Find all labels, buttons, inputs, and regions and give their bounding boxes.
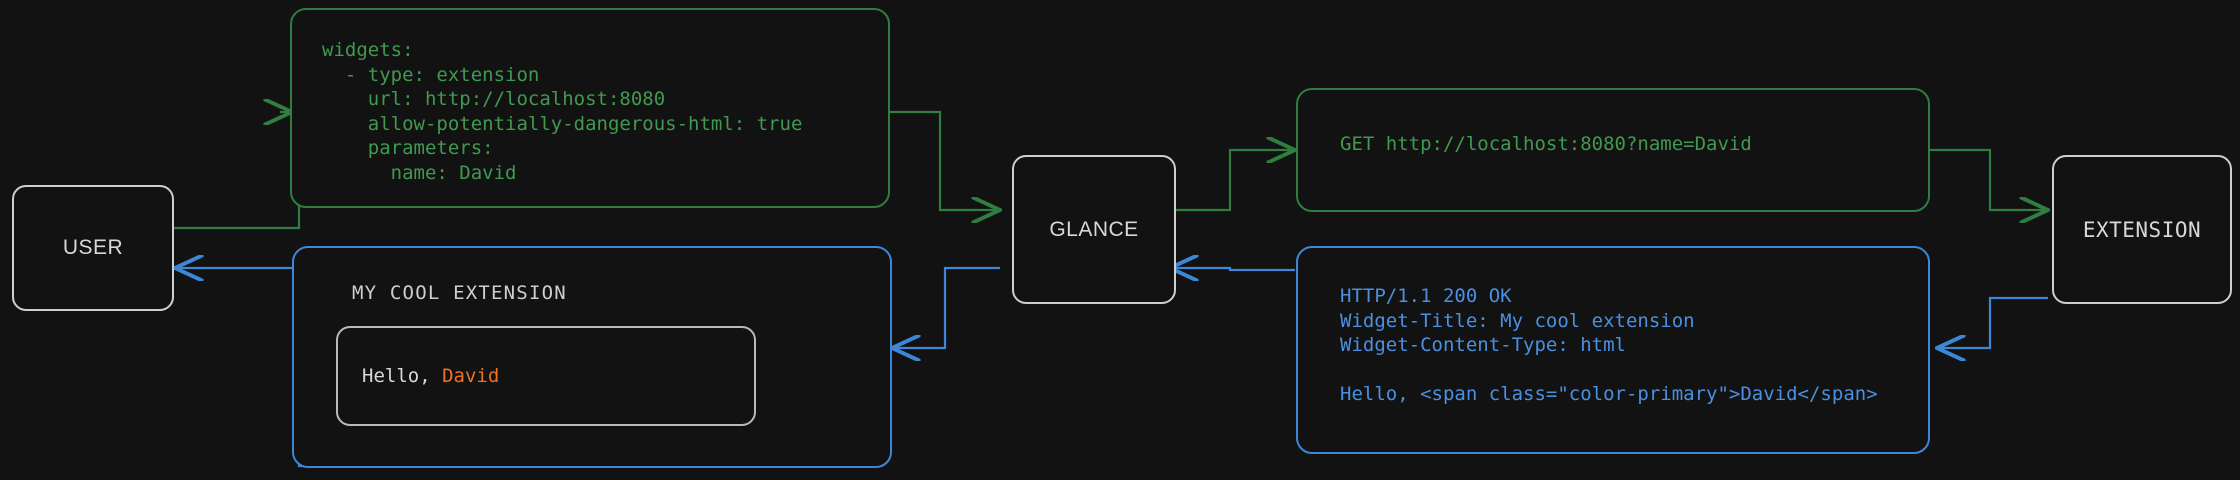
rendered-widget-panel: MY COOL EXTENSION Hello, David bbox=[292, 246, 892, 468]
rendered-widget-title: MY COOL EXTENSION bbox=[352, 282, 567, 304]
node-glance[interactable]: GLANCE bbox=[1012, 155, 1176, 304]
node-extension-label: EXTENSION bbox=[2082, 217, 2202, 242]
request-panel: GET http://localhost:8080?name=David bbox=[1296, 88, 1930, 212]
wire-glance-to-widget bbox=[892, 266, 1000, 348]
rendered-widget-card: Hello, David bbox=[336, 326, 756, 426]
config-code: widgets: - type: extension url: http://l… bbox=[322, 39, 803, 184]
wire-response-to-glance bbox=[1170, 268, 1295, 270]
wire-request-to-extension bbox=[1930, 148, 2048, 210]
request-code: GET http://localhost:8080?name=David bbox=[1340, 133, 1752, 155]
node-user[interactable]: USER bbox=[12, 185, 174, 311]
greeting-name: David bbox=[442, 365, 500, 387]
wire-extension-to-response bbox=[1937, 296, 2048, 348]
config-panel: widgets: - type: extension url: http://l… bbox=[290, 8, 890, 208]
wire-config-to-glance bbox=[890, 110, 1000, 210]
response-panel: HTTP/1.1 200 OK Widget-Title: My cool ex… bbox=[1296, 246, 1930, 454]
node-user-label: USER bbox=[62, 236, 124, 259]
rendered-widget-body: Hello, David bbox=[338, 365, 499, 387]
response-code: HTTP/1.1 200 OK Widget-Title: My cool ex… bbox=[1340, 285, 1878, 405]
greeting-prefix: Hello, bbox=[362, 365, 443, 387]
node-glance-label: GLANCE bbox=[1049, 217, 1139, 241]
wire-glance-to-request bbox=[1170, 150, 1295, 212]
node-extension[interactable]: EXTENSION bbox=[2052, 155, 2232, 304]
